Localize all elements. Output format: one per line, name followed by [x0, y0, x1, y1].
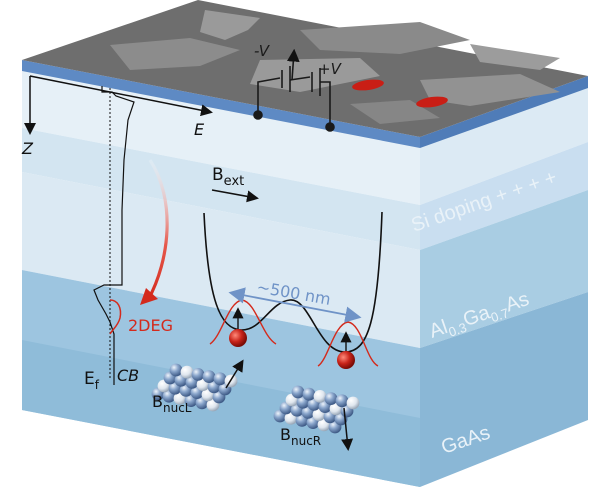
- gate-pattern: [350, 100, 440, 124]
- front-top-light-layer: [22, 68, 420, 205]
- top-face: [22, 0, 588, 148]
- left-electron-spin: [229, 307, 247, 347]
- front-gaas-shade: [22, 340, 420, 487]
- nucleus: [191, 368, 205, 381]
- b-ext-arrow: [211, 189, 259, 203]
- top-dot-left: [352, 79, 384, 91]
- left-electron: [229, 329, 247, 347]
- minus-v-label: -V: [254, 42, 271, 60]
- front-doping-layer: [22, 128, 420, 250]
- gate-pattern: [200, 10, 260, 40]
- b-nucl-label: BnucL: [152, 392, 192, 415]
- nucleus: [324, 392, 338, 405]
- nucleus: [335, 394, 349, 408]
- 2deg-arrow: [146, 159, 169, 301]
- top-dot-right: [416, 96, 448, 108]
- nucleus: [313, 390, 327, 403]
- gate-pattern: [300, 22, 470, 54]
- nucleus: [346, 396, 360, 410]
- b-nucr-arrow: [341, 407, 354, 451]
- gate-pattern: [470, 44, 560, 70]
- top-blue-stripe-front: [22, 60, 420, 148]
- b-nucr-label: BnucR: [280, 425, 321, 448]
- gate-pattern: [110, 38, 240, 70]
- right-algaas-layer: [420, 190, 588, 348]
- nucleus: [180, 365, 194, 379]
- ef-label: Ef: [84, 369, 100, 392]
- right-gaas-layer: [420, 292, 588, 487]
- 2deg-label: 2DEG: [128, 316, 173, 335]
- right-electron: [337, 351, 355, 369]
- voltage-circuit: [253, 48, 335, 132]
- conduction-band-line: [93, 86, 135, 385]
- e-axis-label: E: [194, 120, 205, 139]
- nucleus: [169, 363, 183, 377]
- b-ext-label: Bext: [212, 165, 244, 189]
- right-face: [420, 84, 588, 487]
- gate-pattern: [420, 74, 560, 106]
- right-nuclear-lattice: [273, 385, 360, 434]
- right-top-light-layer: [420, 84, 588, 205]
- axes: [24, 75, 213, 135]
- cb-label: CB: [117, 366, 139, 385]
- b-nucl-arrow: [225, 359, 244, 389]
- nucleus: [291, 385, 305, 399]
- plus-v-label: +V: [318, 60, 343, 78]
- size-arrow: [228, 287, 362, 323]
- z-axis-label: Z: [21, 139, 34, 158]
- 2deg-arrowhead: [140, 288, 158, 305]
- nucleus: [202, 370, 216, 383]
- right-electron-spin: [337, 331, 355, 369]
- nucleus: [302, 387, 316, 401]
- e-axis: [29, 75, 213, 117]
- right-doping-layer: [420, 142, 588, 250]
- 2deg-wavefunction: [109, 299, 122, 335]
- band-profile: [93, 86, 135, 385]
- nucleus: [213, 372, 227, 386]
